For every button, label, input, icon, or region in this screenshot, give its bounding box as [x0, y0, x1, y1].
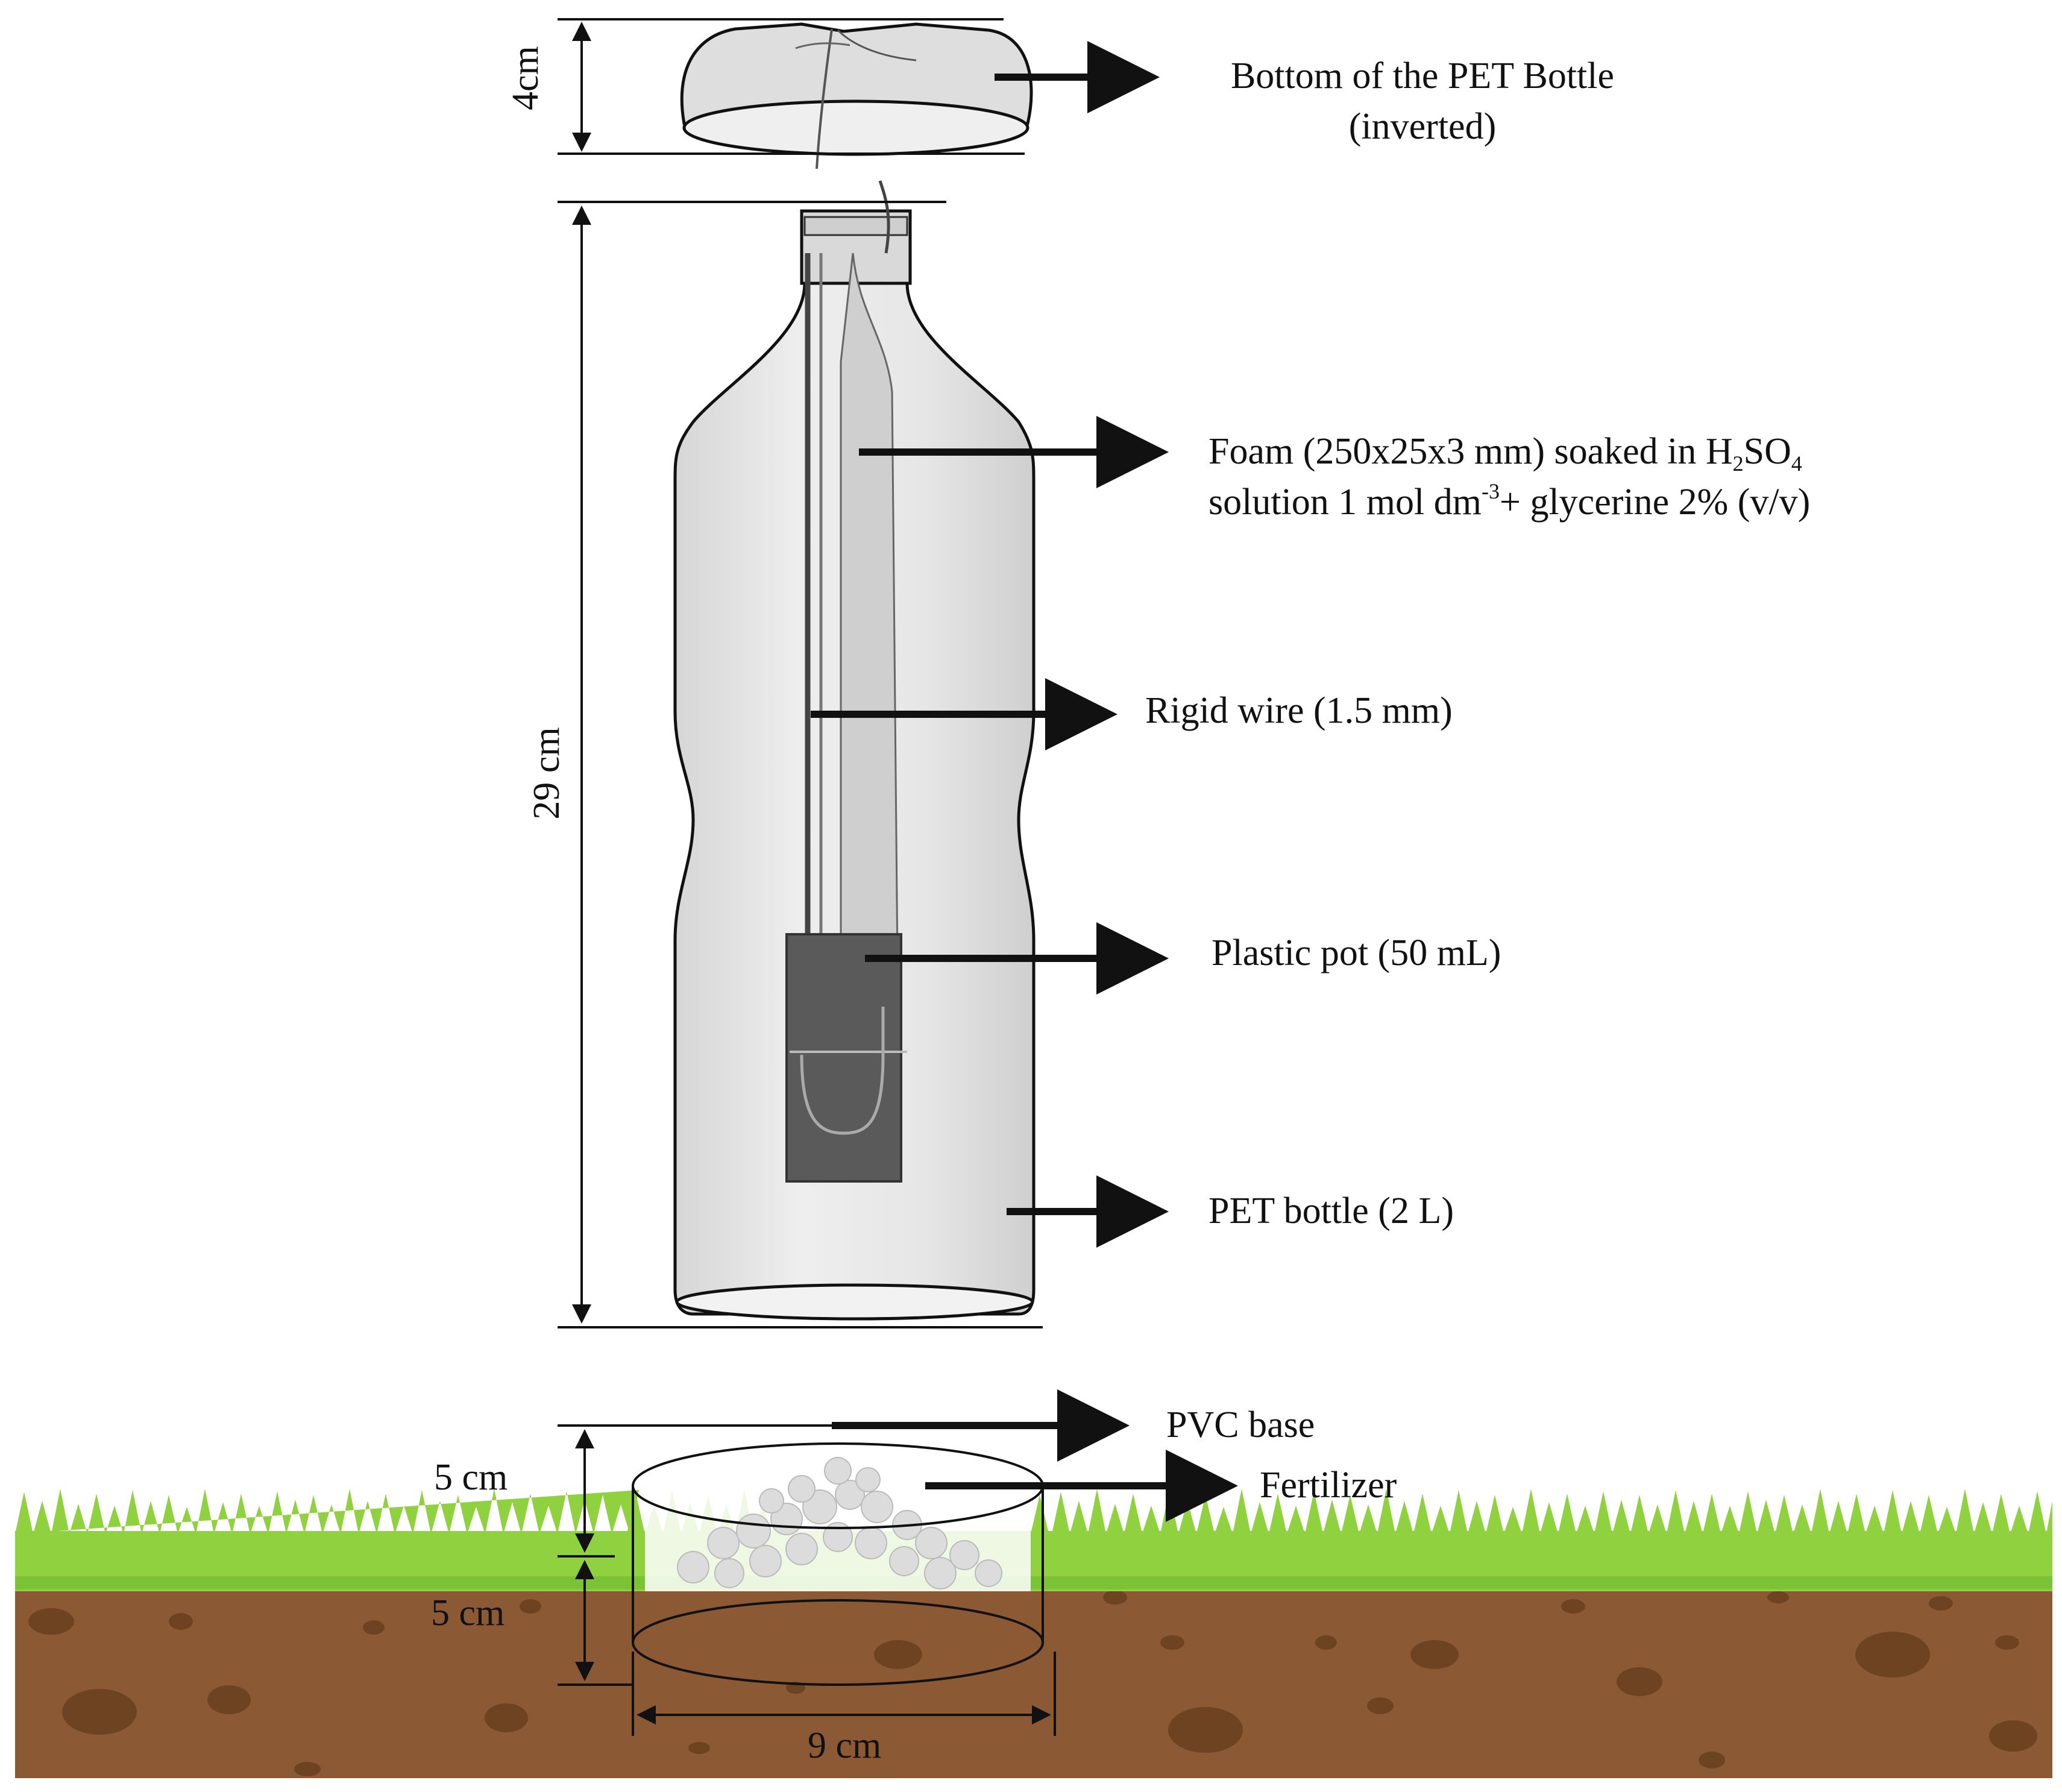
label-bottle: PET bottle (2 L)	[1209, 1190, 1454, 1231]
dim-bottle-height: 29 cm	[526, 727, 567, 820]
dim-cap-height: 4cm	[505, 46, 546, 110]
label-foam-line2: solution 1 mol dm-3+ glycerine 2% (v/v)	[1209, 479, 1811, 523]
soil	[15, 1585, 2052, 1778]
dim-base-above: 5 cm	[434, 1457, 508, 1498]
dimension-lines	[558, 18, 1056, 1736]
grass	[15, 1489, 2052, 1591]
label-foam-line1: Foam (250x25x3 mm) soaked in H2SO4	[1209, 431, 1802, 476]
label-cap: Bottom of the PET Bottle (inverted)	[1181, 57, 1664, 145]
bottle-bottom-inverted	[680, 22, 1033, 169]
dim-base-below: 5 cm	[431, 1592, 505, 1633]
dim-base-width: 9 cm	[808, 1725, 882, 1766]
label-foam: Foam (250x25x3 mm) soaked in H2SO4 solut…	[1209, 433, 1810, 521]
pvc-base	[632, 1442, 1044, 1686]
pet-bottle	[673, 180, 1036, 1321]
leader-arrows	[811, 41, 1238, 1522]
fertilizer-pellets	[677, 1457, 1002, 1589]
label-pvc: PVC base	[1166, 1404, 1315, 1445]
label-pot: Plastic pot (50 mL)	[1212, 932, 1501, 973]
label-wire: Rigid wire (1.5 mm)	[1145, 690, 1453, 731]
label-fertilizer: Fertilizer	[1260, 1465, 1397, 1506]
label-cap-line2: (inverted)	[1348, 106, 1497, 147]
label-cap-line1: Bottom of the PET Bottle	[1230, 55, 1615, 96]
soil-spots	[28, 1590, 2037, 1776]
